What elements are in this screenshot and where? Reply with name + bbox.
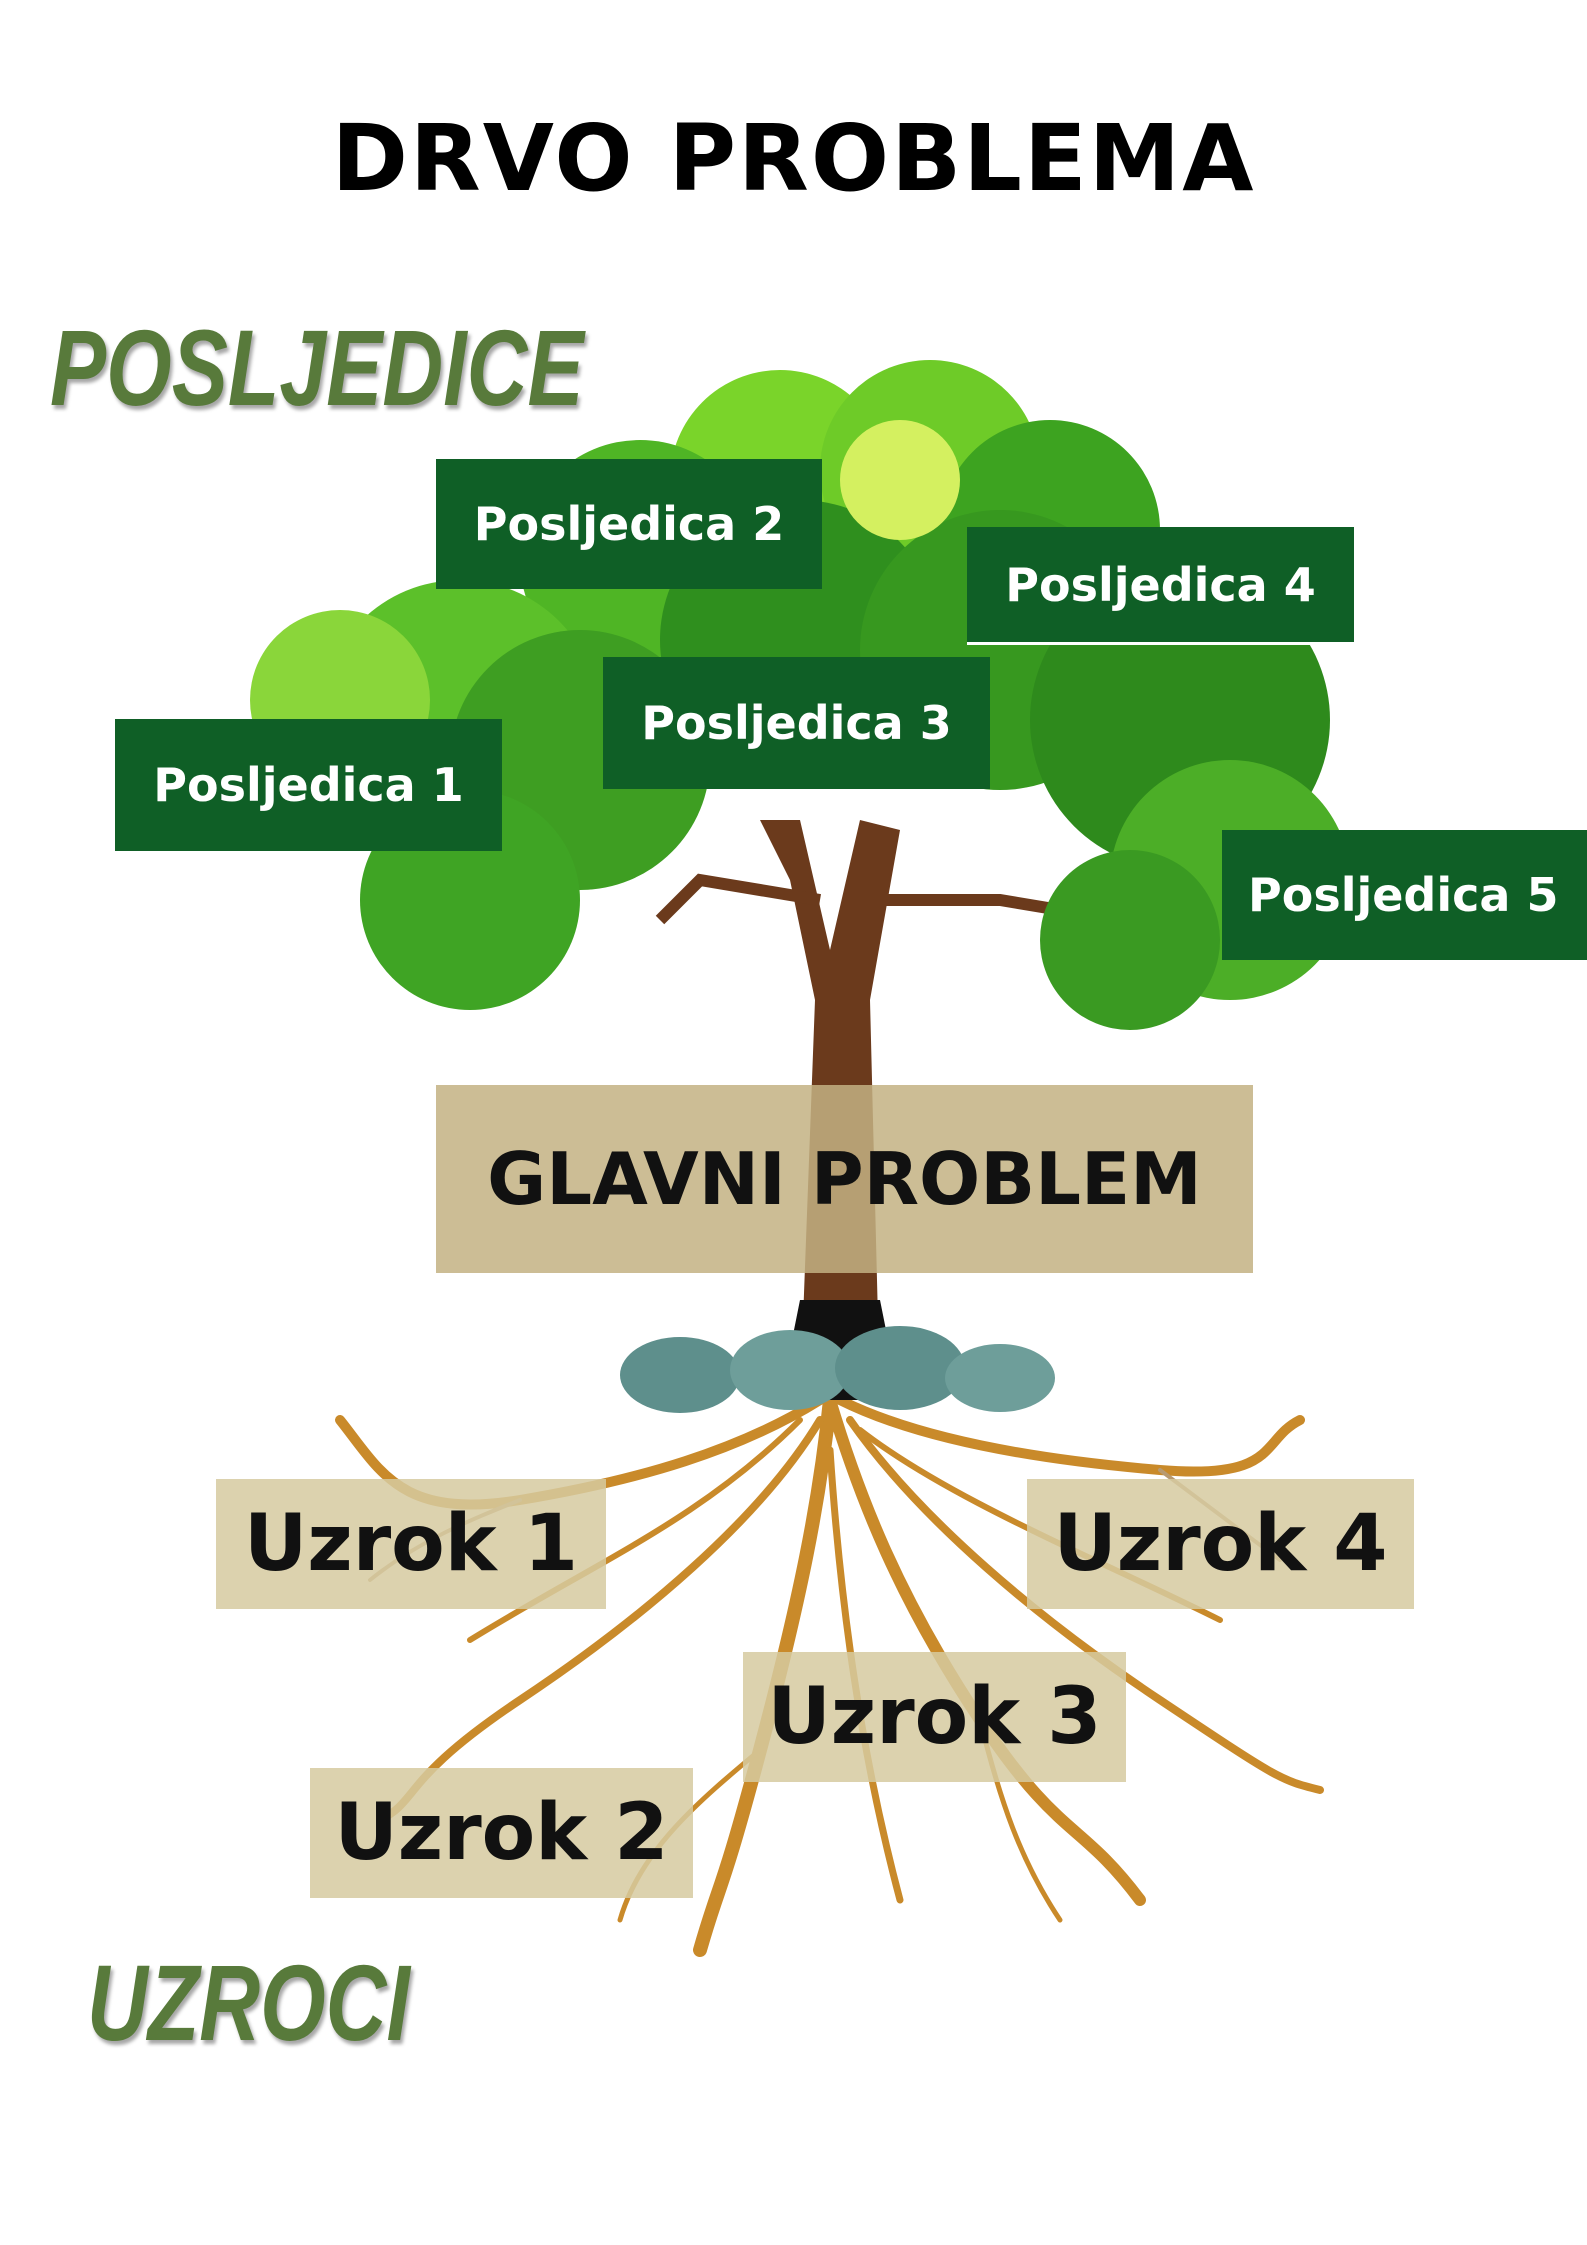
cause-box-3: Uzrok 3 [743,1652,1126,1782]
consequence-box-4: Posljedica 4 [967,527,1354,645]
page-title: DRVO PROBLEMA [331,105,1256,212]
cause-box-4: Uzrok 4 [1027,1479,1414,1609]
section-causes-label: UZROCI [87,1942,410,2063]
cause-box-1: Uzrok 1 [216,1479,606,1609]
main-problem-box: GLAVNI PROBLEM [436,1085,1253,1273]
consequence-box-5: Posljedica 5 [1222,830,1587,960]
cause-box-2: Uzrok 2 [310,1768,693,1898]
consequence-box-3: Posljedica 3 [603,657,990,789]
stones [620,1326,1055,1413]
consequence-box-1: Posljedica 1 [115,719,502,851]
section-consequences-label: POSLJEDICE [50,307,584,428]
consequence-box-2: Posljedica 2 [436,459,822,589]
